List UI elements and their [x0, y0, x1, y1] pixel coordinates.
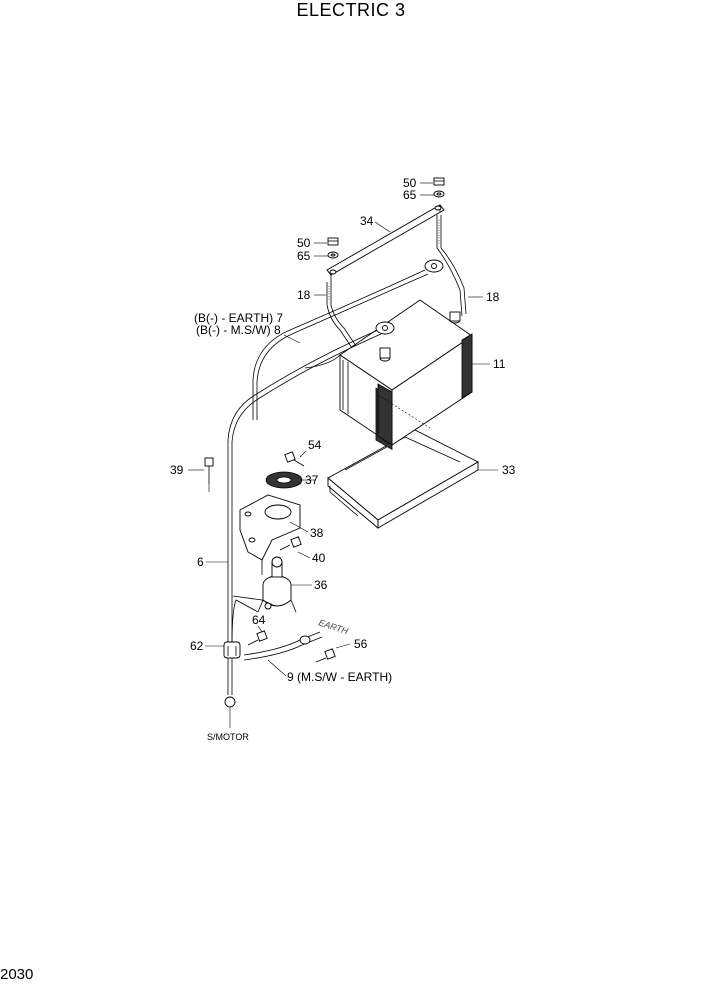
callout-18-left: 18: [297, 288, 311, 302]
callout-50-upper: 50: [403, 176, 417, 190]
callout-7: (B(-) - EARTH) 7: [194, 311, 283, 325]
callout-64: 64: [252, 613, 266, 627]
battery-cable-mswitch: [224, 321, 395, 728]
battery-tray: [327, 429, 479, 529]
j-bolt-right: [436, 215, 467, 317]
callout-6: 6: [197, 555, 204, 569]
callout-40: 40: [312, 551, 326, 565]
nut-50-upper: [433, 177, 445, 186]
callout-56: 56: [354, 637, 368, 651]
callout-65-upper: 65: [403, 188, 417, 202]
callout-39: 39: [170, 463, 184, 477]
cable-clamp: [223, 641, 241, 659]
j-bolt-left: [326, 282, 357, 349]
switch-bracket: [239, 494, 301, 575]
bolt-40: [279, 536, 302, 551]
washer-65-upper: [433, 190, 445, 198]
callout-11: 11: [493, 357, 506, 371]
callout-9: 9 (M.S/W - EARTH): [287, 670, 392, 684]
leader-lines: [188, 182, 498, 677]
callout-34: 34: [360, 214, 374, 228]
callout-65-lower: 65: [297, 249, 311, 263]
page-number: 2030: [0, 966, 34, 983]
battery-cable-earth: [252, 259, 444, 420]
callout-36: 36: [314, 578, 328, 592]
washer-65-lower: [327, 251, 339, 259]
battery-hold-down-bar: [326, 204, 445, 282]
bolt-64: [247, 630, 268, 646]
callout-18-right: 18: [486, 290, 500, 304]
washer-37: [265, 471, 303, 489]
bolt-56: [315, 648, 336, 663]
bolt-39: [204, 457, 214, 492]
earth-cable-9: [231, 595, 323, 661]
callout-38: 38: [310, 526, 324, 540]
callout-37: 37: [305, 473, 319, 487]
battery-master-switch: [257, 556, 297, 613]
page-title: ELECTRIC 3: [296, 0, 406, 20]
callout-62: 62: [190, 639, 204, 653]
callout-50-lower: 50: [297, 236, 311, 250]
callout-33: 33: [502, 463, 516, 477]
earth-tag: EARTH: [317, 617, 349, 636]
nut-50-lower: [327, 237, 339, 246]
bolt-54: [284, 451, 305, 467]
s-motor-tag: S/MOTOR: [207, 732, 249, 742]
callout-8: (B(-) - M.S/W) 8: [196, 323, 281, 337]
battery: [339, 299, 473, 450]
callout-54: 54: [308, 438, 322, 452]
